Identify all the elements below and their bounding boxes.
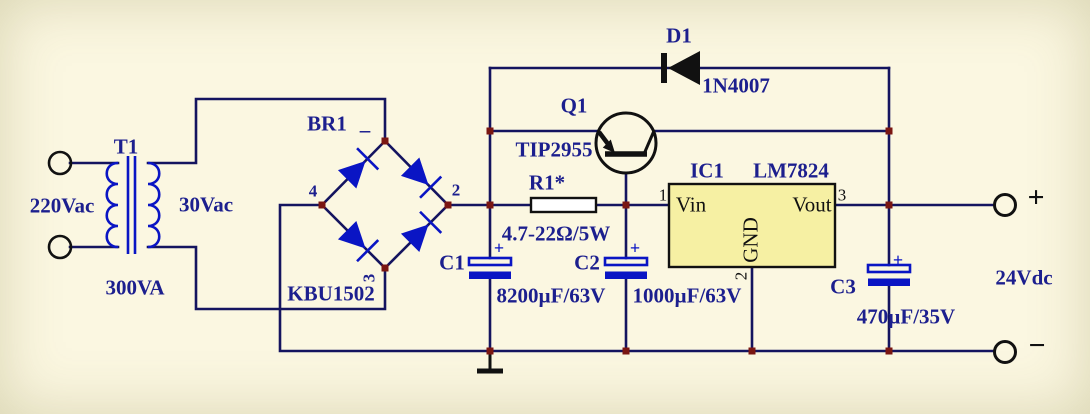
c3-value-label: 470µF/35V	[856, 304, 956, 329]
capacitor-c1-bottom-plate	[469, 271, 511, 279]
c2-value-label: 1000µF/63V	[632, 283, 742, 308]
c3-ref-label: C3	[830, 274, 856, 299]
primary-voltage-label: 220Vac	[29, 193, 95, 218]
junction-node	[748, 347, 756, 355]
regulator-pin3-number: 3	[837, 185, 847, 205]
c1-polarity-mark: +	[493, 238, 505, 258]
junction-node	[486, 127, 494, 135]
regulator-vin-pin-label: Vin	[675, 192, 707, 217]
regulator-part-label: LM7824	[753, 158, 829, 183]
capacitor-c1-symbol	[467, 256, 513, 279]
bridge-rectifier-symbol	[337, 147, 443, 263]
output-negative-label: −	[1028, 329, 1046, 362]
transistor-q1-symbol	[594, 111, 658, 175]
junction-node	[885, 201, 893, 209]
diode-d1-triangle	[668, 51, 700, 85]
transistor-ref-label: Q1	[560, 93, 588, 118]
transistor-emitter-arrow	[602, 139, 615, 153]
junction-node	[444, 201, 452, 209]
input-terminal-top	[47, 150, 73, 176]
output-positive-label: +	[1027, 181, 1045, 214]
transformer-ref-label: T1	[113, 134, 139, 159]
resistor-r1-symbol	[529, 196, 598, 214]
transformer-symbol	[105, 156, 161, 254]
junction-node	[486, 201, 494, 209]
bridge-pin4-label: 4	[308, 181, 318, 201]
junction-node	[885, 127, 893, 135]
capacitor-c3-symbol	[866, 263, 912, 286]
capacitor-c2-symbol	[603, 256, 649, 279]
junction-node	[622, 347, 630, 355]
bridge-pin3-label: 3	[359, 273, 379, 283]
wire-negative-rail	[278, 203, 996, 353]
transistor-collector	[642, 131, 655, 155]
transformer-power-label: 300VA	[105, 275, 165, 300]
secondary-voltage-label: 30Vac	[178, 192, 234, 217]
wire-secondary-top	[146, 97, 387, 165]
regulator-pin2-number: 2	[731, 271, 751, 281]
bridge-ref-label: BR1	[307, 111, 347, 136]
regulator-vout-pin-label: Vout	[792, 192, 832, 217]
capacitor-c3-top-plate	[866, 263, 912, 274]
diode-d1-symbol	[661, 51, 700, 85]
input-terminal-bottom	[47, 234, 73, 260]
wire-secondary-bottom	[146, 245, 387, 311]
junction-node	[381, 264, 389, 272]
regulator-gnd-pin-label: GND	[738, 217, 763, 263]
capacitor-c2-top-plate	[603, 256, 649, 267]
capacitor-c3-bottom-plate	[868, 278, 910, 286]
transformer-secondary-coil	[147, 161, 161, 249]
bridge-pin-top-label: –	[359, 117, 371, 142]
output-voltage-label: 24Vdc	[995, 265, 1053, 290]
capacitor-c2-bottom-plate	[605, 271, 647, 279]
junction-node	[622, 201, 630, 209]
output-terminal-positive	[993, 193, 1017, 217]
c3-polarity-mark: +	[892, 250, 904, 270]
resistor-ref-label: R1*	[528, 170, 566, 195]
transistor-part-label: TIP2955	[515, 137, 593, 162]
bridge-part-label: KBU1502	[287, 281, 375, 306]
junction-node	[885, 347, 893, 355]
junction-node	[318, 201, 326, 209]
bridge-pin2-label: 2	[451, 180, 461, 200]
c1-value-label: 8200µF/63V	[496, 283, 606, 308]
resistor-value-label: 4.7-22Ω/5W	[501, 221, 611, 246]
diode-d1-cathode-bar	[661, 53, 667, 83]
c2-ref-label: C2	[574, 250, 600, 275]
regulator-pin1-number: 1	[658, 185, 668, 205]
transistor-body	[594, 111, 658, 175]
transistor-emitter	[597, 130, 610, 146]
junction-nodes	[318, 127, 893, 355]
c1-ref-label: C1	[439, 250, 465, 275]
junction-node	[486, 347, 494, 355]
wire-bridge-arms	[320, 139, 450, 270]
diode-ref-label: D1	[666, 23, 692, 48]
regulator-ref-label: IC1	[690, 158, 724, 183]
output-terminal-negative	[993, 340, 1017, 364]
transformer-primary-coil	[105, 161, 119, 249]
junction-node	[381, 137, 389, 145]
capacitor-c1-top-plate	[467, 256, 513, 267]
diode-part-label: 1N4007	[702, 73, 770, 98]
c2-polarity-mark: +	[629, 238, 641, 258]
regulator-ic1-body	[667, 182, 837, 269]
